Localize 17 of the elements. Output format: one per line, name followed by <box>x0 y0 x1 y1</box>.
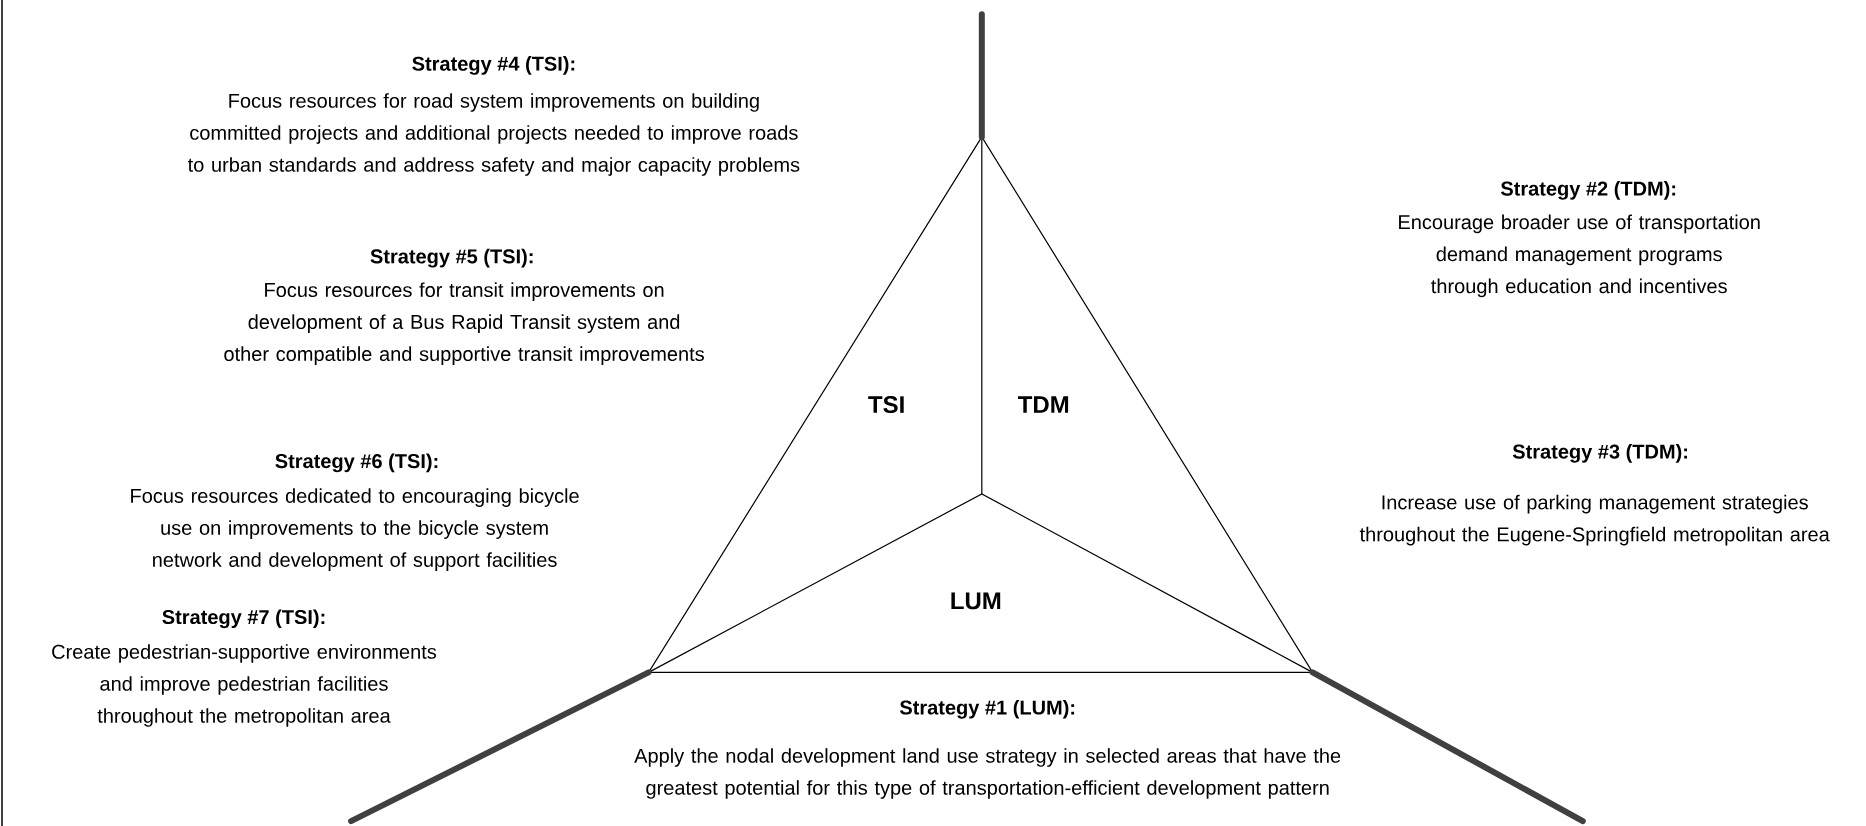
strategy-heading: Strategy #4 (TSI): <box>412 56 575 75</box>
strategy-text: Apply the nodal development land use strategy in selected areas that have the greatest potential for this type of transportation-efficient development pattern <box>634 748 1341 799</box>
region-label: TDM <box>1018 396 1069 413</box>
strategy-text: Focus resources dedicated to encouraging bicycle use on improvements to the bicycle system network and development of support facilities <box>131 488 579 571</box>
strategy-text: Encourage broader use of transportation demand management programs through education and incentives <box>1399 214 1760 298</box>
strategy-text: Increase use of parking management strategies throughout the Eugene-Springfield metropolitan area <box>1359 494 1830 546</box>
strategy-heading: Strategy #2 (TDM): <box>1500 181 1676 200</box>
strategy-text: Focus resources for transit improvements on development of a Bus Rapid Transit system and other compatible and supportive transit improvements <box>224 282 704 365</box>
region-label: TSI <box>868 396 904 414</box>
strategy-text: Create pedestrian-supportive environments and improve pedestrian facilities throughout the metropolitan area <box>52 644 437 727</box>
strategy-heading: Strategy #1 (LUM): <box>899 699 1075 719</box>
strategy-text: Focus resources for road system improvements on building committed projects and additional projects needed to improve roads to urban standards and address safety and major capacity problems <box>187 93 800 176</box>
strategy-heading: Strategy #5 (TSI): <box>370 248 533 268</box>
strategy-heading: Strategy #7 (TSI): <box>162 609 325 629</box>
region-label: LUM <box>951 592 1001 610</box>
strategy-heading: Strategy #3 (TDM): <box>1512 444 1687 463</box>
strategy-heading: Strategy #6 (TSI): <box>275 453 438 473</box>
